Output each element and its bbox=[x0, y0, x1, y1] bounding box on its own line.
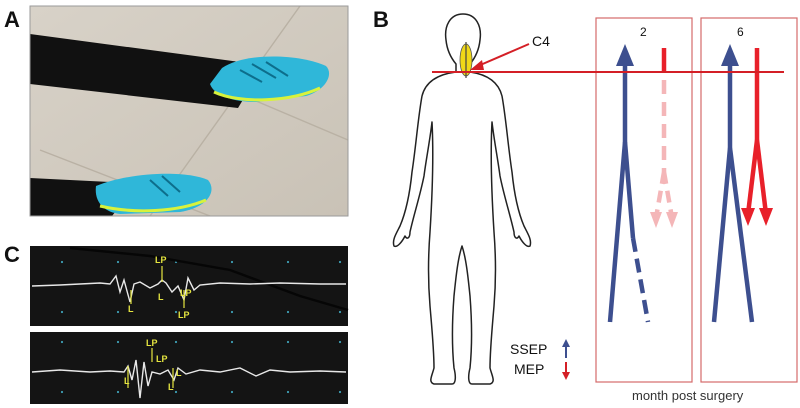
legend: SSEP MEP bbox=[510, 339, 570, 380]
marker-top-3: LP bbox=[178, 310, 190, 320]
upper-shoe bbox=[210, 56, 330, 102]
mep-arrow-month-6 bbox=[745, 48, 769, 215]
mep-arrow-month-2 bbox=[653, 48, 675, 219]
marker-top-4: L bbox=[158, 292, 164, 302]
mep-arrowhead-month-2-left bbox=[650, 212, 662, 228]
legend-ssep-label: SSEP bbox=[510, 341, 547, 357]
marker-bottom-2: L bbox=[124, 376, 130, 386]
mep-arrowhead-month-6-right bbox=[759, 208, 773, 226]
photo-frame bbox=[29, 5, 349, 217]
timepoint-box-2 bbox=[595, 17, 693, 383]
timepoint-label-6: 6 bbox=[737, 25, 744, 39]
lower-shoe bbox=[95, 173, 212, 214]
grid-dots-bottom bbox=[60, 340, 342, 394]
marker-bottom-5: L bbox=[176, 368, 182, 378]
ssep-arrow-month-2 bbox=[607, 60, 651, 323]
marker-bottom-1: LP bbox=[146, 338, 158, 348]
spinal-level-label: C4 bbox=[532, 33, 550, 49]
footer-caption: month post surgery bbox=[632, 388, 744, 403]
ssep-arrowhead-month-6 bbox=[721, 44, 739, 66]
marker-bottom-4: LP bbox=[156, 354, 168, 364]
body-outline bbox=[392, 13, 532, 385]
timepoint-label-2: 2 bbox=[640, 25, 647, 39]
timepoint-box-6 bbox=[700, 17, 798, 383]
baseline-drift-line bbox=[69, 246, 349, 312]
evoked-trace-bottom bbox=[31, 359, 347, 399]
panel-b-label: B bbox=[373, 7, 389, 32]
grid-dots-top bbox=[60, 260, 342, 314]
trace-screen-top: LP L LP L LP bbox=[30, 246, 349, 326]
marker-top-1: LP bbox=[155, 255, 167, 265]
legend-mep-label: MEP bbox=[514, 361, 544, 377]
panel-a-label: A bbox=[4, 7, 20, 32]
marker-top-2: L bbox=[128, 304, 134, 314]
evoked-trace-top bbox=[31, 274, 346, 303]
trace-screen-bottom: LP L L LP L bbox=[30, 332, 348, 404]
legend-ssep-arrow bbox=[562, 339, 570, 347]
c4-pointer-arrow bbox=[470, 43, 530, 70]
ssep-arrowhead-month-2 bbox=[616, 44, 634, 66]
panel-c-label: C bbox=[4, 242, 20, 267]
upper-leg bbox=[30, 34, 250, 108]
legend-mep-arrow bbox=[562, 372, 570, 380]
marker-top-5: LP bbox=[180, 288, 192, 298]
ssep-arrow-month-6 bbox=[711, 60, 755, 323]
walking-photo bbox=[30, 6, 348, 216]
mep-arrowhead-month-6-left bbox=[741, 208, 755, 226]
mep-arrowhead-month-2-right bbox=[666, 212, 678, 228]
marker-bottom-3: L bbox=[168, 382, 174, 392]
